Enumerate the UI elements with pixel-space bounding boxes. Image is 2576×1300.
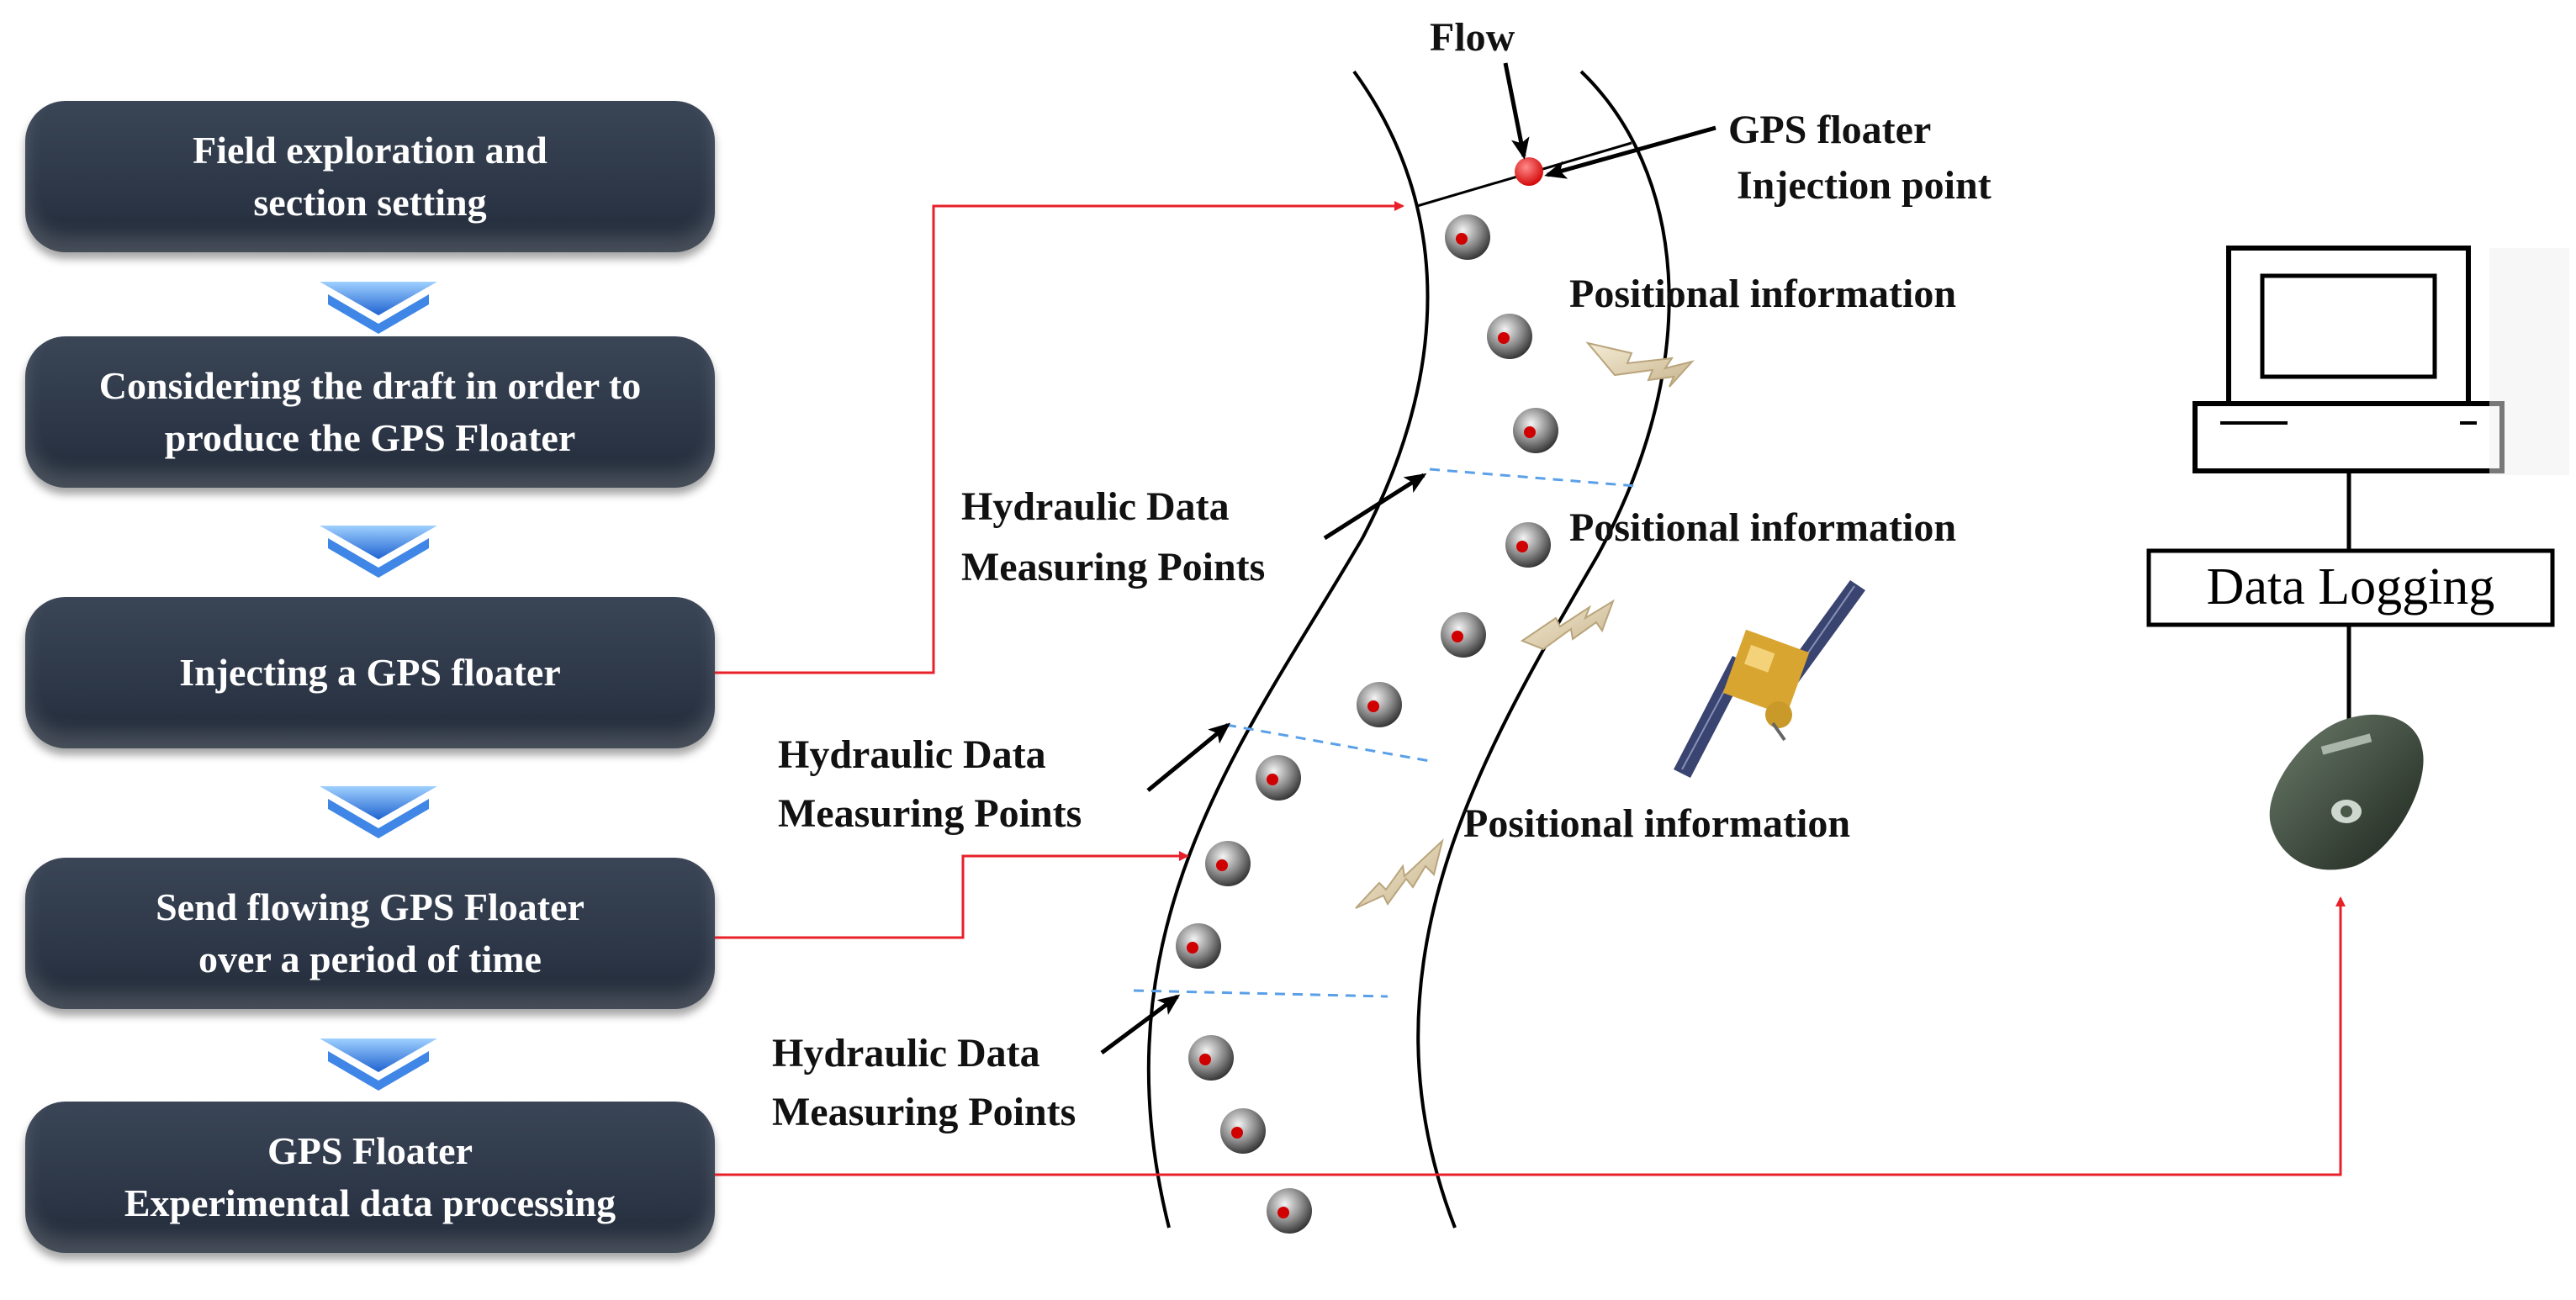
gps-floater-icon [1220,1108,1266,1154]
gps-floater-icon [1357,682,1402,727]
gps-floater-icon [1205,841,1251,886]
connector-send-flowing [715,851,1189,939]
gps-floater-icon [1445,214,1490,260]
hydraulic-label-c-2: Measuring Points [772,1090,1076,1134]
injection-point-marker [1515,157,1543,186]
step-data-processing: GPS Floater Experimental data processing [25,1102,715,1253]
step-3-line-1: Injecting a GPS floater [179,651,561,694]
gps-floater-icon [1188,1035,1234,1081]
hydraulic-label-b-2: Measuring Points [778,791,1082,836]
connector-data-processing [715,896,2346,1176]
hydraulic-label-b-1: Hydraulic Data [778,732,1046,777]
measuring-section-line [1429,468,1637,488]
connector-injection [715,201,1404,674]
flow-arrow [1503,62,1530,160]
gps-injection-label-1: GPS floater [1728,108,1931,152]
step-field-exploration: Field exploration and section setting [25,101,715,252]
step-considering-draft: Considering the draft in order to produc… [25,336,715,488]
positional-info-label-1: Positional information [1569,272,1956,316]
hydraulic-label-a-1: Hydraulic Data [961,484,1230,529]
gps-floater-icon [1505,522,1551,568]
step-5-line-2: Experimental data processing [124,1181,616,1224]
step-5-line-1: GPS Floater [267,1129,473,1172]
data-logging-label: Data Logging [2207,558,2495,616]
step-1-line-1: Field exploration and [193,129,547,172]
gps-floater-icon [1267,1188,1312,1234]
step-send-flowing: Send flowing GPS Floater over a period o… [25,858,715,1009]
chevron-down-icon [320,526,437,578]
gps-floater-icon [1176,923,1221,969]
gps-logger-device-icon [2269,714,2424,870]
step-4-line-1: Send flowing GPS Floater [156,885,584,928]
step-2-line-2: produce the GPS Floater [164,416,576,459]
signal-bolt-icon [1355,838,1444,909]
chevron-down-icon [320,1038,437,1091]
measuring-section-line [1225,723,1431,763]
hydraulic-arrow [1100,994,1181,1055]
positional-info-label-2: Positional information [1569,505,1956,550]
step-1-line-2: section setting [253,181,487,224]
signal-bolt-icon [1520,599,1615,651]
gps-injection-label-2: Injection point [1737,163,1992,208]
gps-floater-icon [1487,314,1532,359]
gps-floater-icon [1513,408,1558,453]
hydraulic-label-c-1: Hydraulic Data [772,1031,1040,1075]
signal-bolt-icon [1585,341,1695,388]
hydraulic-arrow [1323,473,1427,541]
gps-floater-icon [1441,612,1486,658]
hydraulic-arrow [1146,722,1231,792]
hydraulic-label-a-2: Measuring Points [961,545,1265,589]
flow-label: Flow [1430,15,1515,60]
step-2-line-1: Considering the draft in order to [98,364,642,407]
river-right-bank [1416,70,1671,1229]
computer-icon [2193,246,2569,475]
step-injecting-floater: Injecting a GPS floater [25,597,715,748]
chevron-down-icon [320,786,437,838]
positional-info-label-3: Positional information [1463,801,1850,846]
measuring-section-line [1133,989,1389,998]
gps-floater-icon [1256,755,1301,801]
step-4-line-2: over a period of time [198,938,542,980]
satellite-icon [1674,580,1865,778]
injection-arrow [1544,125,1716,179]
chevron-down-icon [320,282,437,334]
